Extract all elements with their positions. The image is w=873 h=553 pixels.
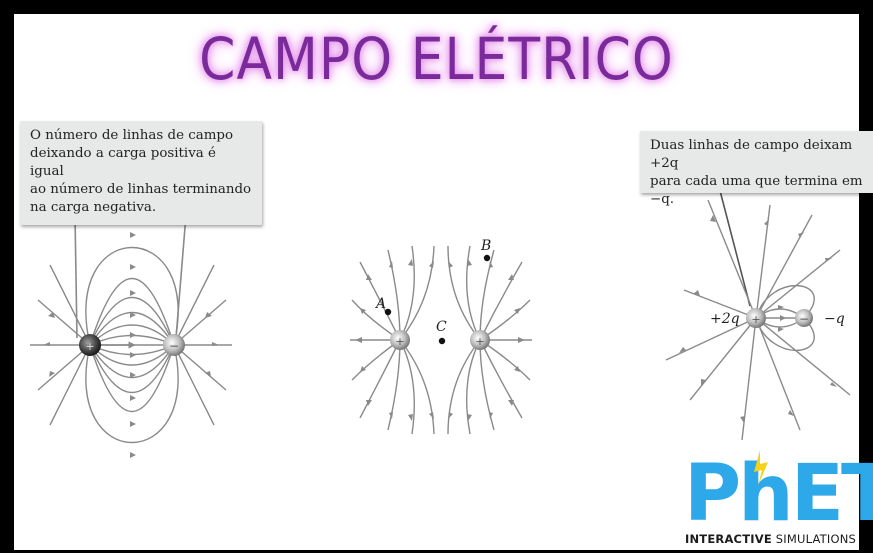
top-border [0,0,873,14]
dipole-diagram: + − [30,214,232,458]
positive-charge-icon [746,308,766,328]
phet-subtitle: INTERACTIVE SIMULATIONS [685,532,856,546]
phet-sub-bold: INTERACTIVE [685,532,772,546]
point-a [384,308,392,316]
point-b [483,254,491,262]
point-c [438,337,446,345]
negative-charge-icon [795,309,813,327]
charge-plus-2q-label: +2q [710,311,740,327]
left-callout: O número de linhas de campo deixando a c… [20,121,262,225]
svg-text:−: − [169,339,179,353]
left-callout-text: O número de linhas de campo deixando a c… [30,128,252,215]
svg-text:+: + [475,335,484,348]
negative-charge-icon [163,334,185,356]
svg-text:+: + [751,313,760,326]
phet-sub-regular: SIMULATIONS [771,532,856,546]
charge-minus-q-label: −q [824,311,845,327]
positive-charge-icon [390,330,410,350]
slide-title: CAMPO ELÉTRICO [199,26,674,94]
positive-charge-icon [79,334,101,356]
right-callout-text: Duas linhas de campo deixam +2q para cad… [650,138,863,207]
point-a-label: A [374,296,386,312]
svg-text:−: − [799,312,809,326]
phet-wordmark: PhET [684,449,873,539]
right-callout: Duas linhas de campo deixam +2q para cad… [640,131,873,207]
positive-charge-icon [470,330,490,350]
point-b-label: B [480,238,491,254]
like-charges-diagram: + + [350,245,532,435]
svg-text:+: + [85,340,94,353]
svg-text:+: + [395,335,404,348]
point-c-label: C [436,319,447,335]
bottom-border [0,550,873,553]
unequal-charges-diagram: + − [665,182,851,441]
lightbulb-icon [754,450,768,486]
phet-logo: PhET INTERACTIVE SIMULATIONS [682,450,873,548]
left-border [0,0,14,553]
